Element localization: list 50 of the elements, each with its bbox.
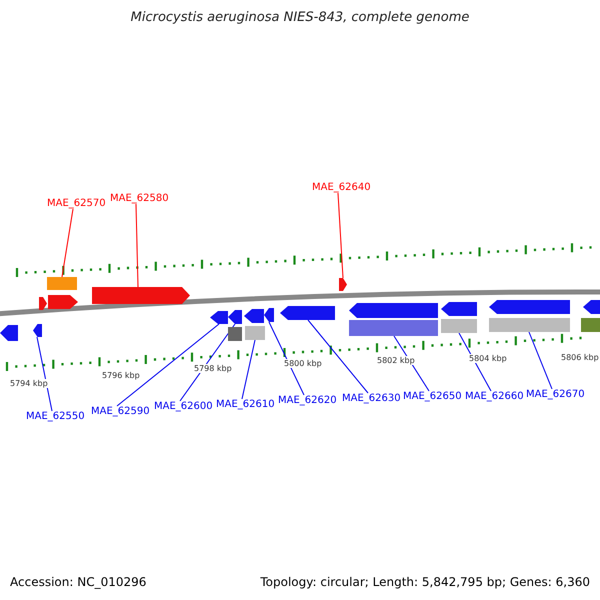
domain-box [47,277,77,290]
domain-box [349,320,438,336]
domain-box [489,318,570,332]
leader-line [242,340,256,400]
gene-label: MAE_62580 [110,193,169,204]
gene-feature [489,300,570,314]
gene-label: MAE_62670 [526,389,585,400]
domain-box [441,319,477,333]
gene-feature [583,300,600,314]
scale-label: 5794 kbp [9,379,49,388]
gene-label: MAE_62600 [154,401,213,412]
gene-feature [441,302,477,316]
gene-label: MAE_62550 [26,411,85,422]
scale-label: 5798 kbp [193,364,233,373]
gene-label: MAE_62640 [312,182,371,193]
domain-box [245,326,265,340]
leader-line [62,208,74,278]
leader-line [308,320,368,394]
scale-label: 5804 kbp [468,354,508,363]
gene-feature [280,306,335,320]
gene-label: MAE_62570 [47,198,106,209]
leader-line [116,324,220,406]
gene-feature [92,287,190,304]
scale-label: 5806 kbp [560,353,600,362]
gene-label: MAE_62610 [216,399,275,410]
leader-line [36,336,52,412]
gene-feature [0,325,18,341]
accession-text: Accession: NC_010296 [10,575,146,589]
gene-label: MAE_62590 [91,406,150,417]
domain-box [581,318,600,332]
leader-line [338,192,344,278]
scale-label: 5796 kbp [101,371,141,380]
gene-label: MAE_62630 [342,393,401,404]
leader-line [394,336,430,392]
leader-line [136,204,138,288]
gene-feature [349,303,438,318]
scale-label: 5800 kbp [283,359,323,368]
gene-feature [210,311,228,324]
gene-label: MAE_62650 [403,391,462,402]
diagram-title: Microcystis aeruginosa NIES-843, complete genome [130,10,470,25]
genome-info-text: Topology: circular; Length: 5,842,795 bp; Genes: 6,360 [260,575,590,589]
gene-feature [228,310,242,324]
leader-line [528,332,552,390]
domain-box [228,327,242,341]
gene-feature [339,278,347,291]
scale-label: 5802 kbp [376,356,416,365]
gene-feature [33,324,42,337]
leader-line [180,324,236,402]
gene-label: MAE_62620 [278,395,337,406]
gene-label: MAE_62660 [465,391,524,402]
